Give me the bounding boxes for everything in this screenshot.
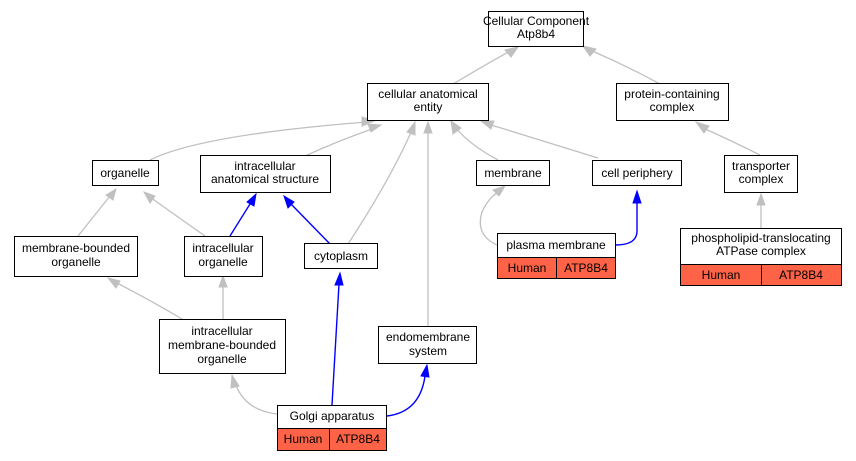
node-label-line1: organelle	[100, 166, 150, 180]
edge-cytoplasm-to-ias	[283, 194, 331, 245]
edge-io-to-ias	[229, 192, 257, 237]
node-membrane[interactable]: membrane	[476, 160, 550, 186]
node-label-line1: intracellular	[191, 324, 252, 338]
annotation-species: Human	[702, 268, 741, 282]
edge-golgi-to-cytoplasm	[331, 271, 344, 406]
annotation-species: Human	[284, 432, 323, 446]
node-label-line1: protein-containing	[624, 87, 719, 101]
node-label-line2: Atp8b4	[517, 27, 555, 41]
node-label-line1: intracellular	[192, 241, 253, 255]
edge-cae-to-cc	[452, 46, 520, 85]
node-label-line1: membrane	[484, 166, 542, 180]
node-label-line1: plasma membrane	[506, 238, 606, 252]
node-golgi-apparatus[interactable]: Golgi apparatus Human ATP8B4	[277, 405, 387, 451]
node-label-line2: complex	[650, 100, 695, 114]
node-cell-periphery[interactable]: cell periphery	[592, 160, 682, 186]
node-cellular-component-atp8b4[interactable]: Cellular Component Atp8b4	[483, 11, 590, 47]
edge-imbo-to-mbo	[106, 277, 183, 320]
annotation-row: Human ATP8B4	[680, 264, 842, 286]
edge-pcc-to-cc	[581, 45, 661, 85]
node-label-line2: anatomical structure	[211, 172, 319, 186]
node-label-line1: endomembrane	[386, 330, 470, 344]
node-intracellular-organelle[interactable]: intracellular organelle	[184, 236, 263, 277]
edge-cellperiphery-to-cae	[479, 120, 599, 159]
node-endomembrane-system[interactable]: endomembrane system	[378, 326, 477, 364]
edge-golgi-to-endomembrane	[386, 363, 430, 417]
node-intracellular-membrane-bounded-organelle[interactable]: intracellular membrane-bounded organelle	[159, 319, 286, 374]
annotation-row: Human ATP8B4	[497, 257, 616, 279]
edge-transporter-to-pcc	[694, 121, 761, 156]
node-label-line1: Golgi apparatus	[290, 409, 375, 423]
edge-organelle-to-cae	[149, 116, 376, 161]
node-label-line1: Cellular Component	[483, 14, 590, 28]
node-label-line2: membrane-bounded	[168, 338, 276, 352]
node-label-line2: entity	[414, 100, 443, 114]
node-label-line1: cellular anatomical	[378, 87, 477, 101]
node-label-line3: organelle	[197, 352, 247, 366]
edge-io-to-organelle	[142, 191, 206, 237]
annotation-species: Human	[508, 261, 547, 275]
annotation-gene: ATP8B4	[564, 261, 608, 275]
edge-plasmamembrane-to-membrane	[479, 185, 507, 246]
node-label-line2: complex	[739, 172, 784, 186]
node-membrane-bounded-organelle[interactable]: membrane-bounded organelle	[14, 236, 138, 277]
edge-ias-to-cae	[304, 123, 383, 157]
node-intracellular-anatomical-structure[interactable]: intracellular anatomical structure	[200, 155, 331, 193]
edge-atpase-to-transporter	[756, 192, 766, 228]
edge-imbo-to-io	[218, 274, 228, 319]
node-transporter-complex[interactable]: transporter complex	[724, 155, 798, 193]
node-organelle[interactable]: organelle	[92, 160, 159, 186]
node-protein-containing-complex[interactable]: protein-containing complex	[616, 83, 729, 121]
node-label-line1: cell periphery	[601, 166, 672, 180]
edge-golgi-to-imbo	[230, 373, 278, 415]
node-label-line1: membrane-bounded	[22, 241, 130, 255]
node-label-line1: phospholipid-translocating	[691, 231, 830, 245]
node-label-line2: organelle	[198, 255, 248, 269]
node-label-line2: organelle	[51, 255, 101, 269]
edge-membrane-to-cae	[450, 119, 499, 161]
edges	[77, 45, 766, 417]
node-label-line1: cytoplasm	[314, 249, 368, 263]
edge-endomembrane-to-cae	[423, 120, 433, 326]
node-cellular-anatomical-entity[interactable]: cellular anatomical entity	[367, 83, 489, 121]
node-phospholipid-translocating-atpase-complex[interactable]: phospholipid-translocating ATPase comple…	[680, 228, 842, 286]
edge-mbo-to-organelle	[77, 187, 117, 237]
annotation-row: Human ATP8B4	[277, 428, 387, 451]
node-label-line2: ATPase complex	[716, 244, 806, 258]
node-cytoplasm[interactable]: cytoplasm	[304, 243, 378, 269]
edge-plasmamembrane-to-cellperiphery	[615, 189, 642, 246]
annotation-gene: ATP8B4	[779, 268, 823, 282]
node-label-line1: intracellular	[234, 159, 295, 173]
node-label-line2: system	[409, 344, 447, 358]
annotation-gene: ATP8B4	[336, 432, 380, 446]
node-plasma-membrane[interactable]: plasma membrane Human ATP8B4	[497, 233, 616, 279]
node-label-line1: transporter	[732, 159, 790, 173]
edge-cytoplasm-to-cae	[347, 120, 416, 245]
